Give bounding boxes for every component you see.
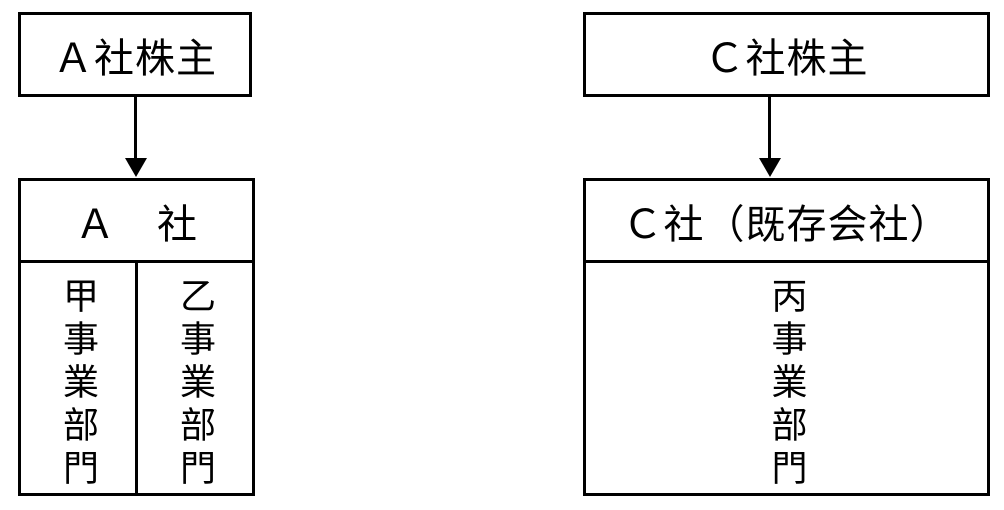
a-down-arrow-head-icon [125,158,147,177]
division-kou: 甲事業部門 [21,263,135,493]
division-otsu: 乙事業部門 [135,263,252,493]
a-company-header: Ａ 社 [21,181,252,263]
c-company-box: Ｃ社（既存会社） 丙事業部門 [583,178,990,496]
a-shareholders-box: Ａ社株主 [18,12,252,97]
c-shareholders-box: Ｃ社株主 [583,12,990,97]
a-company-box: Ａ 社 甲事業部門 乙事業部門 [18,178,255,496]
a-down-arrow-line [134,97,137,159]
c-company-body: 丙事業部門 [586,263,987,493]
division-hei: 丙事業部門 [586,263,987,493]
division-kou-label: 甲事業部門 [58,277,98,492]
a-company-label: Ａ 社 [75,201,198,247]
c-down-arrow-line [768,97,771,159]
c-down-arrow-head-icon [759,158,781,177]
division-hei-label: 丙事業部門 [766,277,807,492]
division-otsu-label: 乙事業部門 [175,277,215,492]
a-company-body: 甲事業部門 乙事業部門 [21,263,252,493]
c-company-label: Ｃ社（既存会社） [622,201,951,247]
c-shareholders-label: Ｃ社株主 [704,35,869,81]
c-company-header: Ｃ社（既存会社） [586,181,987,263]
a-shareholders-label: Ａ社株主 [53,35,217,81]
